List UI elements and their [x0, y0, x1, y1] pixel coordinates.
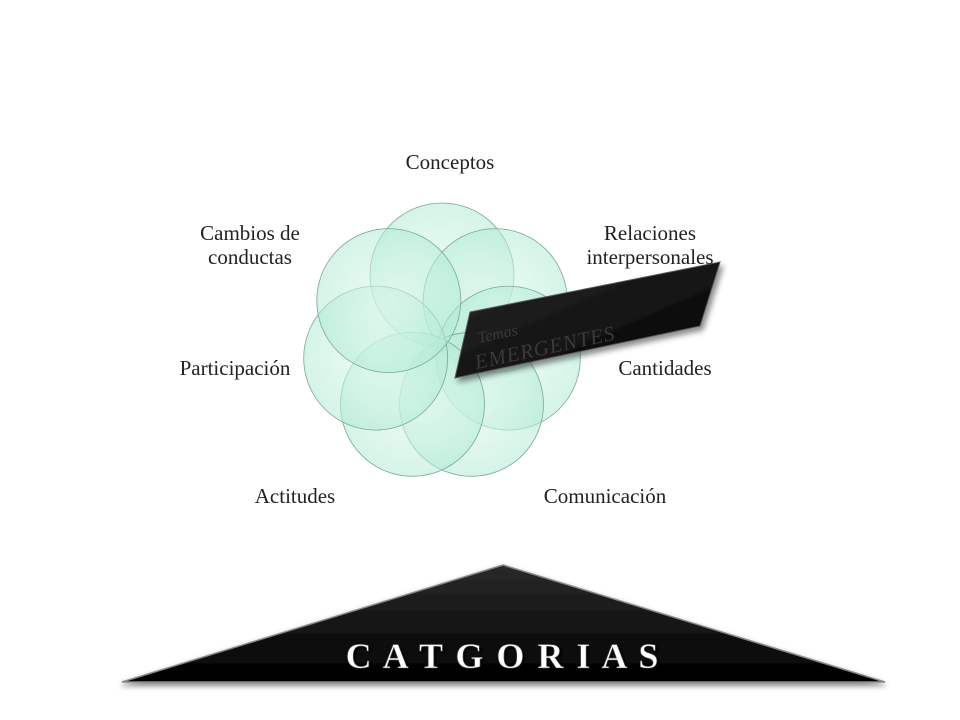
- roof-title: C A T G O R I A S: [346, 636, 661, 676]
- emergent-banner-shape: [454, 261, 721, 379]
- label-participacion: Participación: [150, 356, 320, 380]
- label-conceptos-text: Conceptos: [405, 150, 495, 174]
- label-cantidades-text: Cantidades: [618, 356, 712, 380]
- label-relaciones-line1: Relaciones: [603, 221, 697, 245]
- roof-triangle: [121, 564, 886, 683]
- label-comunicacion: Comunicación: [515, 484, 695, 508]
- label-cantidades: Cantidades: [590, 356, 740, 380]
- label-relaciones: Relaciones interpersonales: [555, 221, 745, 269]
- label-cambios: Cambios de conductas: [165, 221, 335, 269]
- label-relaciones-line2: interpersonales: [586, 245, 714, 269]
- label-actitudes-text: Actitudes: [254, 484, 336, 508]
- label-comunicacion-text: Comunicación: [543, 484, 667, 508]
- petal-circle: [316, 228, 462, 374]
- label-cambios-line1: Cambios de: [200, 221, 300, 245]
- label-participacion-text: Participación: [179, 356, 291, 380]
- label-conceptos: Conceptos: [360, 150, 540, 174]
- label-actitudes: Actitudes: [220, 484, 370, 508]
- label-cambios-line2: conductas: [208, 245, 292, 269]
